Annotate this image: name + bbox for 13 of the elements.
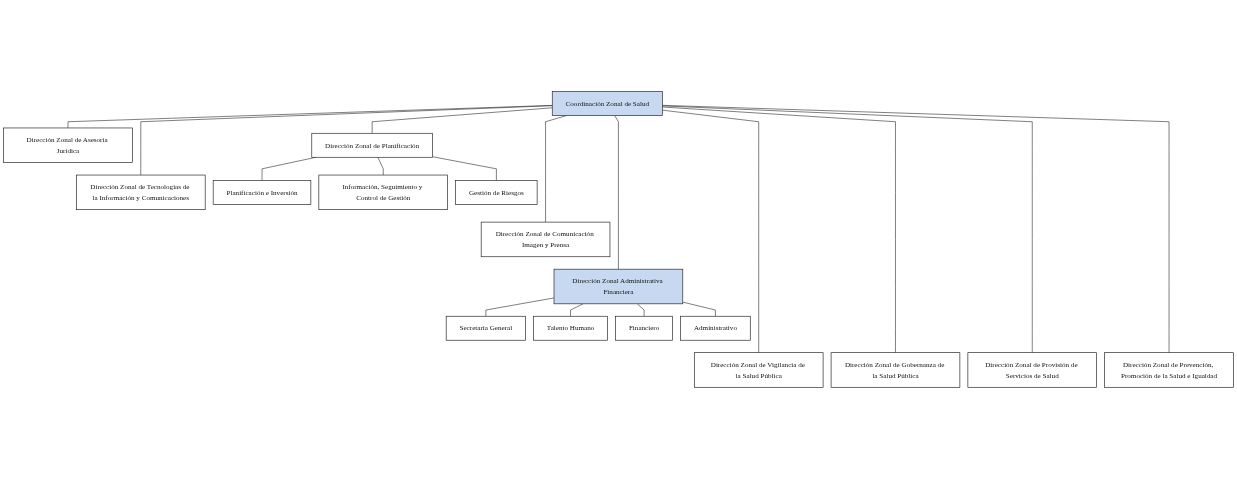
connector <box>662 109 759 353</box>
connector <box>637 303 645 317</box>
connector <box>485 297 555 317</box>
connector <box>140 104 553 175</box>
connector <box>371 107 553 134</box>
connector <box>662 106 896 353</box>
connector <box>662 104 1170 353</box>
connector <box>614 114 619 270</box>
connector <box>662 105 1033 353</box>
connector <box>682 301 716 317</box>
connector <box>432 156 497 181</box>
connector <box>377 156 384 175</box>
connector <box>570 303 584 317</box>
